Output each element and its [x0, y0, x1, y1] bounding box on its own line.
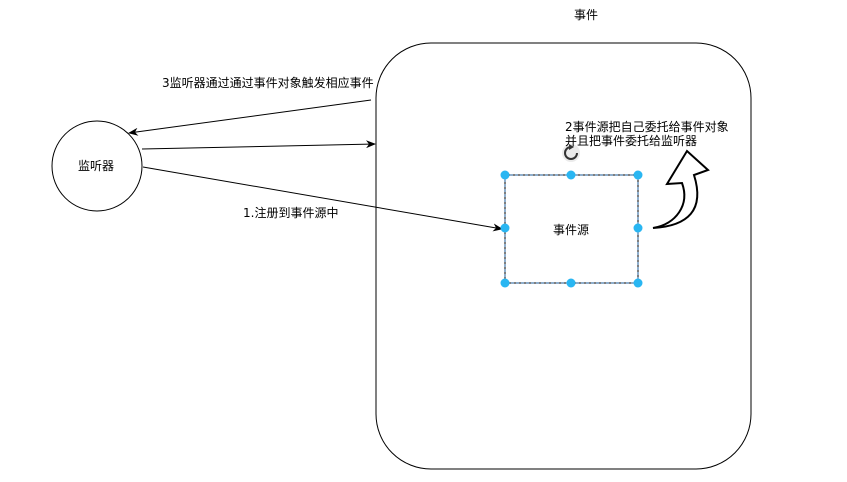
arrow-step3[interactable]	[128, 99, 372, 136]
event-container[interactable]	[375, 42, 752, 470]
handle-top-left[interactable]	[500, 170, 510, 180]
listener-label: 监听器	[78, 159, 115, 173]
handle-top-right[interactable]	[633, 170, 643, 180]
curved-arrow-step2[interactable]	[652, 149, 710, 229]
step3-label: 3监听器通过通过事件对象触发相应事件	[162, 76, 374, 90]
handle-middle-left[interactable]	[500, 223, 510, 233]
step1-label: 1.注册到事件源中	[243, 206, 339, 220]
handle-bottom-left[interactable]	[500, 278, 510, 288]
rotate-handle-icon[interactable]	[562, 144, 580, 162]
step2-label-line2: 并且把事件委托给监听器	[565, 134, 698, 148]
diagram-title: 事件	[574, 8, 599, 22]
step2-label-line1: 2事件源把自己委托给事件对象	[565, 120, 729, 134]
listener-node[interactable]	[51, 120, 143, 212]
resize-handles[interactable]	[500, 170, 643, 288]
handle-bottom-middle[interactable]	[566, 278, 576, 288]
event-source-node[interactable]	[504, 174, 639, 284]
arrow-step1[interactable]	[142, 166, 503, 232]
arrow-listener-to-container[interactable]	[141, 140, 376, 150]
event-source-label: 事件源	[553, 223, 590, 237]
handle-middle-right[interactable]	[633, 223, 643, 233]
handle-bottom-right[interactable]	[633, 278, 643, 288]
handle-top-middle[interactable]	[566, 170, 576, 180]
